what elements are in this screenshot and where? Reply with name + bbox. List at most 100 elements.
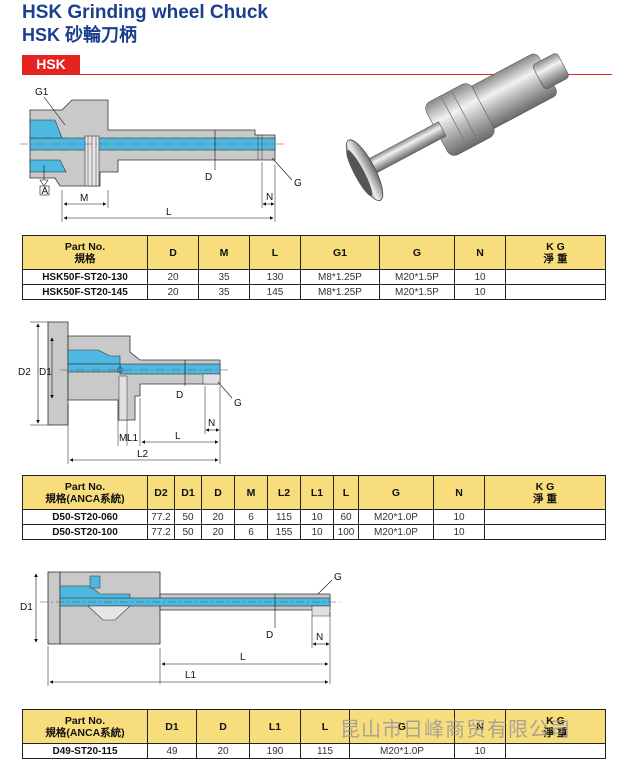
label-n: N [316, 632, 323, 643]
cell-g1: M8*1.25P [300, 269, 380, 285]
cell-part-no: D50-ST20-100 [22, 524, 148, 540]
hsk-badge: HSK [22, 55, 80, 74]
badge-underline [22, 74, 612, 75]
header-l: L [249, 235, 301, 270]
header-d2: D2 [147, 475, 175, 510]
cell-l: 60 [333, 509, 359, 525]
cell-l1: 10 [300, 509, 334, 525]
cell-n: 10 [454, 743, 506, 759]
header-n: N [433, 475, 485, 510]
cell-kg [505, 284, 606, 300]
cell-part-no: HSK50F-ST20-130 [22, 269, 148, 285]
header-l2: L2 [267, 475, 301, 510]
header-part-no: Part No.規格(ANCA系統) [22, 475, 148, 510]
cell-l: 130 [249, 269, 301, 285]
cell-kg [484, 524, 606, 540]
label-l2: L2 [137, 449, 149, 460]
cell-m: 35 [198, 269, 250, 285]
table-row: HSK50F-ST20-145 20 35 145 M8*1.25P M20*1… [22, 284, 606, 300]
label-l1: L1 [185, 670, 197, 681]
cell-d: 20 [201, 509, 235, 525]
header-part-no: Part No.規格 [22, 235, 148, 270]
label-g1: G1 [35, 87, 49, 98]
table-header-row: Part No.規格(ANCA系統) D2 D1 D M L2 L1 L G N… [22, 475, 606, 510]
cell-l1: 10 [300, 524, 334, 540]
cell-m: 35 [198, 284, 250, 300]
header-n: N [454, 235, 506, 270]
cell-m: 6 [234, 524, 268, 540]
cell-kg [505, 743, 606, 759]
cell-kg [484, 509, 606, 525]
cell-d: 20 [147, 269, 199, 285]
table-row: D49-ST20-115 49 20 190 115 M20*1.0P 10 [22, 743, 606, 759]
label-l1: L1 [127, 433, 139, 444]
header-l1: L1 [249, 709, 301, 744]
cell-m: 6 [234, 509, 268, 525]
label-g: G [334, 572, 342, 583]
label-d1: D1 [20, 602, 33, 613]
drawing-d49: G D1 D N L L1 [20, 571, 342, 686]
label-a: A [42, 186, 49, 197]
cell-g1: M8*1.25P [300, 284, 380, 300]
table-row: HSK50F-ST20-130 20 35 130 M8*1.25P M20*1… [22, 269, 606, 285]
label-n: N [208, 418, 215, 429]
cell-g: M20*1.0P [358, 524, 434, 540]
cell-part-no: D50-ST20-060 [22, 509, 148, 525]
watermark: 昆山市日峰商贸有限公司 [340, 717, 571, 741]
label-d1: D1 [39, 367, 52, 378]
header-d: D [201, 475, 235, 510]
cell-n: 10 [454, 269, 506, 285]
label-n: N [266, 192, 273, 203]
label-l: L [175, 431, 181, 442]
cell-g: M20*1.0P [358, 509, 434, 525]
drawing-hsk50f: G1 A D M L N G [20, 87, 302, 222]
label-m: M [119, 433, 127, 444]
cell-d2: 77.2 [147, 524, 175, 540]
cell-d: 20 [196, 743, 250, 759]
header-part-no: Part No.規格(ANCA系統) [22, 709, 148, 744]
label-l: L [166, 207, 172, 218]
cell-g: M20*1.5P [379, 284, 455, 300]
cell-l1: 190 [249, 743, 301, 759]
header-m: M [234, 475, 268, 510]
label-d2: D2 [18, 367, 31, 378]
product-photo [345, 53, 569, 202]
label-d: D [176, 390, 183, 401]
cell-kg [505, 269, 606, 285]
label-g: G [294, 178, 302, 189]
spec-table-d50: Part No.規格(ANCA系統) D2 D1 D M L2 L1 L G N… [22, 475, 606, 540]
table-row: D50-ST20-060 77.2 50 20 6 115 10 60 M20*… [22, 509, 606, 525]
header-m: M [198, 235, 250, 270]
cell-d: 20 [147, 284, 199, 300]
header-d: D [147, 235, 199, 270]
cell-n: 10 [433, 509, 485, 525]
label-g: G [234, 398, 242, 409]
header-g: G [379, 235, 455, 270]
cell-g: M20*1.5P [379, 269, 455, 285]
cell-l2: 155 [267, 524, 301, 540]
page-title-english: HSK Grinding wheel Chuck [22, 2, 268, 23]
cell-d: 20 [201, 524, 235, 540]
cell-l: 145 [249, 284, 301, 300]
cell-part-no: HSK50F-ST20-145 [22, 284, 148, 300]
header-g: G [349, 709, 455, 744]
drawing-d50: D2 D1 D G M L1 L N L2 [18, 321, 242, 464]
cell-part-no: D49-ST20-115 [22, 743, 148, 759]
header-l1: L1 [300, 475, 334, 510]
label-l: L [240, 652, 246, 663]
cell-n: 10 [454, 284, 506, 300]
header-d1: D1 [147, 709, 197, 744]
cell-d1: 50 [174, 509, 202, 525]
label-m: M [80, 193, 88, 204]
cell-g: M20*1.0P [349, 743, 455, 759]
cell-l: 115 [300, 743, 350, 759]
label-d: D [205, 172, 212, 183]
